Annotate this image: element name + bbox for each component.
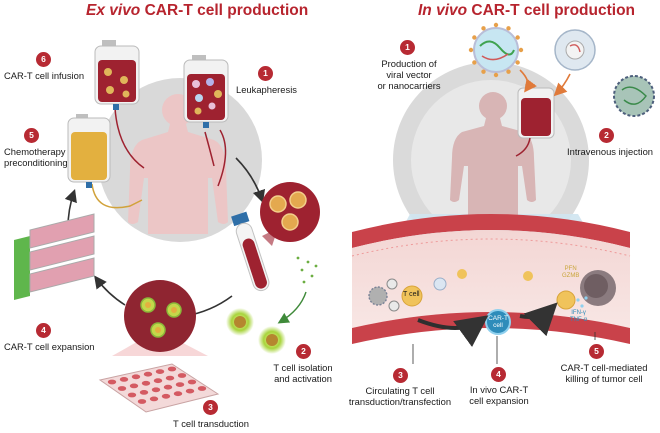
step-3-badge: 3 xyxy=(203,400,218,415)
well xyxy=(173,391,183,397)
in-vivo-step-2-badge: 2 xyxy=(599,128,614,143)
activation-beads xyxy=(226,256,318,354)
step-6-label: CAR-T cell infusion xyxy=(4,70,85,81)
well xyxy=(177,373,187,378)
arrow-vector-to-bag xyxy=(519,69,537,93)
blood-sample-tube xyxy=(231,211,270,292)
in-vivo-step-2-label: Intravenous injection xyxy=(567,146,653,157)
vector-spike xyxy=(493,22,499,28)
step-1-badge: 1 xyxy=(258,66,273,81)
well xyxy=(131,374,141,380)
well xyxy=(175,382,185,387)
well xyxy=(137,399,147,404)
vector-spike xyxy=(481,69,486,74)
step-4-badge: 4 xyxy=(36,323,51,338)
vessel-contents xyxy=(368,269,616,348)
vector-spike xyxy=(472,35,477,40)
step-6-badge: 6 xyxy=(36,52,51,67)
leukapheresis-bag xyxy=(183,55,229,128)
step-4-label: CAR-T cell expansion xyxy=(4,341,95,352)
arrow-nanocarrier-to-bag xyxy=(553,73,571,97)
vector-spike xyxy=(493,72,499,78)
well xyxy=(163,384,173,390)
vector-spike xyxy=(468,47,474,53)
nanocarrier xyxy=(554,29,596,71)
well xyxy=(143,371,153,377)
step-1-label: Leukapheresis xyxy=(236,84,297,95)
well xyxy=(155,369,165,374)
in-vivo-title: In vivo CAR-T cell production xyxy=(418,2,636,19)
arrow-1-to-2 xyxy=(235,157,266,204)
well xyxy=(141,380,151,386)
cycle-arrows xyxy=(64,157,266,321)
in-vivo-step-4-badge: 4 xyxy=(491,367,506,382)
well xyxy=(107,379,117,385)
chemotherapy-bag xyxy=(67,114,111,188)
well-plate xyxy=(98,363,220,413)
iv-tubing xyxy=(91,107,227,209)
well xyxy=(119,377,129,382)
well xyxy=(129,383,139,389)
viral-vector xyxy=(468,22,524,78)
well xyxy=(153,378,163,384)
well xyxy=(167,366,177,372)
well xyxy=(187,379,197,385)
vector-spike xyxy=(518,47,524,53)
culture-flasks xyxy=(14,213,95,300)
well xyxy=(139,390,149,395)
t-cell-label: T cell xyxy=(403,291,420,298)
well xyxy=(151,387,161,393)
infusion-bag xyxy=(94,40,140,110)
well xyxy=(117,386,127,391)
step-5-badge: 5 xyxy=(24,128,39,143)
step-2-badge: 2 xyxy=(296,344,311,359)
vector-spike xyxy=(506,26,511,31)
well xyxy=(197,386,207,391)
t-cell-isolation-zoom xyxy=(260,182,320,246)
vector-spike xyxy=(506,69,511,74)
ex-vivo-title: Ex vivo CAR-T cell production xyxy=(86,2,309,19)
in-vivo-patient xyxy=(450,92,536,216)
arrow-3-to-4 xyxy=(94,275,126,306)
in-vivo-iv-bag xyxy=(515,84,555,157)
well xyxy=(149,396,159,402)
in-vivo-step-3-badge: 3 xyxy=(393,368,408,383)
well xyxy=(127,392,137,398)
ex-vivo-panel xyxy=(14,40,320,413)
vector-spike xyxy=(481,26,486,31)
transduction-zoom xyxy=(112,280,208,356)
vector-spike xyxy=(472,60,477,65)
well xyxy=(165,375,175,381)
lipid-nanoparticle xyxy=(613,75,655,117)
in-vivo-step-1-badge: 1 xyxy=(400,40,415,55)
step-3-label: T cell transduction xyxy=(173,418,249,429)
in-vivo-panel xyxy=(351,22,655,364)
in-vivo-step-5-badge: 5 xyxy=(589,344,604,359)
well xyxy=(185,388,195,394)
well xyxy=(161,393,171,399)
vector-spike xyxy=(515,35,520,40)
vector-spike xyxy=(515,60,520,65)
